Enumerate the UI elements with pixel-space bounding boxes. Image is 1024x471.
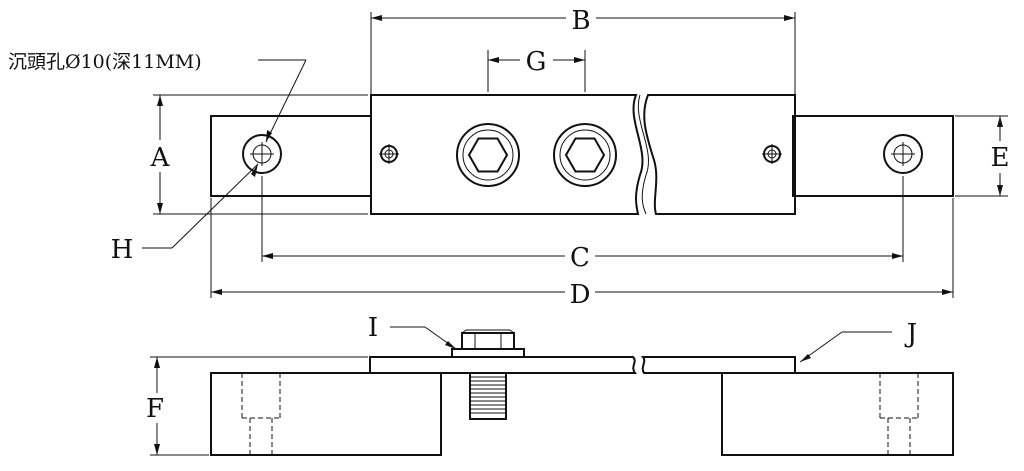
right-bar-top bbox=[792, 115, 954, 197]
dimension-d-label: D bbox=[570, 280, 591, 310]
label-i-leader bbox=[390, 326, 457, 350]
dimension-e bbox=[955, 115, 1008, 197]
plate-front-right bbox=[640, 356, 796, 374]
counterbore-hole-right bbox=[883, 134, 923, 174]
dimension-d bbox=[210, 198, 954, 298]
plate-front-left bbox=[369, 356, 637, 374]
dimension-g bbox=[487, 50, 586, 92]
dimension-a-label: A bbox=[150, 143, 171, 173]
dimension-a bbox=[153, 94, 368, 215]
label-j-leader bbox=[799, 331, 892, 363]
left-bar-top bbox=[210, 115, 372, 197]
front-view: F I J bbox=[146, 313, 954, 456]
left-block-front bbox=[210, 372, 442, 456]
break-line bbox=[637, 94, 649, 215]
counterbore-note: 沉頭孔Ø10(深11MM) bbox=[8, 51, 202, 73]
bolt-head-front bbox=[451, 329, 525, 358]
counterbore-note-leader bbox=[258, 59, 307, 143]
dimension-c-label: C bbox=[570, 243, 590, 273]
hex-bolt-left bbox=[456, 123, 520, 187]
dimension-f bbox=[150, 356, 368, 456]
top-view: B G A E bbox=[8, 6, 1009, 310]
dimension-b bbox=[370, 6, 796, 94]
dimension-f-label: F bbox=[146, 394, 164, 424]
dimension-c bbox=[261, 176, 904, 262]
center-plate-right bbox=[643, 94, 796, 215]
label-i: I bbox=[368, 313, 378, 343]
label-h-leader bbox=[142, 163, 259, 249]
label-h: H bbox=[111, 235, 134, 265]
dimension-e-label: E bbox=[991, 143, 1010, 173]
hex-bolt-right bbox=[553, 123, 617, 187]
hidden-hole-left bbox=[241, 373, 281, 455]
bolt-thread-front bbox=[469, 372, 507, 420]
hidden-hole-right bbox=[879, 373, 919, 455]
dimension-b-label: B bbox=[571, 6, 590, 36]
pin-hole-left bbox=[379, 144, 399, 164]
label-j: J bbox=[904, 319, 917, 349]
counterbore-hole-left bbox=[242, 134, 282, 174]
center-plate-left bbox=[370, 94, 644, 215]
right-block-front bbox=[721, 372, 954, 456]
pin-hole-right bbox=[762, 144, 782, 164]
dimension-g-label: G bbox=[526, 47, 547, 77]
